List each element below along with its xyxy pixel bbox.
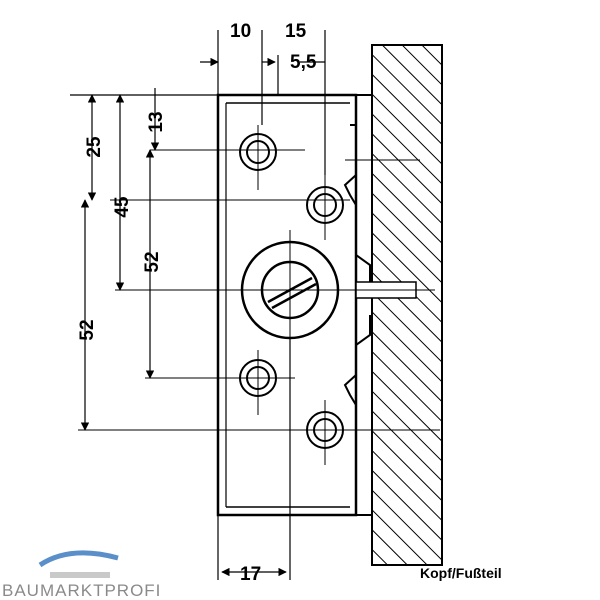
caption: Kopf/Fußteil xyxy=(420,565,502,581)
dim-left-52-outer: 52 xyxy=(77,319,98,340)
wall-section xyxy=(355,44,443,566)
dim-top-15: 15 xyxy=(285,21,307,42)
brand-name: BAUMARKTPROFI xyxy=(2,581,161,600)
dim-left-45: 45 xyxy=(112,196,133,218)
brand-logo: BAUMARKTPROFI xyxy=(2,550,161,600)
dim-top-5-5: 5,5 xyxy=(290,52,317,73)
fitting-body xyxy=(216,93,371,517)
dim-left-25: 25 xyxy=(84,136,105,158)
dim-top-10: 10 xyxy=(230,21,251,42)
dim-bottom-17: 17 xyxy=(240,564,261,585)
dimension-lines xyxy=(70,30,326,580)
dim-left-52-inner: 52 xyxy=(142,251,163,272)
dim-left-13: 13 xyxy=(146,111,167,132)
